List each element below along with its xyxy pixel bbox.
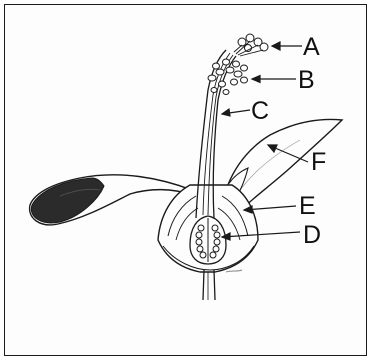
label-b: B	[298, 66, 315, 94]
pedicel	[203, 270, 242, 300]
label-c: C	[251, 97, 269, 125]
stigmas	[234, 34, 268, 56]
label-f: F	[311, 148, 326, 176]
anthers	[208, 59, 248, 95]
label-e: E	[299, 192, 316, 220]
label-a: A	[303, 33, 320, 61]
label-d: D	[303, 221, 321, 249]
ovary	[190, 216, 226, 264]
arrowhead-b	[252, 76, 260, 83]
arrowhead-c	[222, 109, 230, 116]
arrowhead-a	[272, 42, 280, 50]
